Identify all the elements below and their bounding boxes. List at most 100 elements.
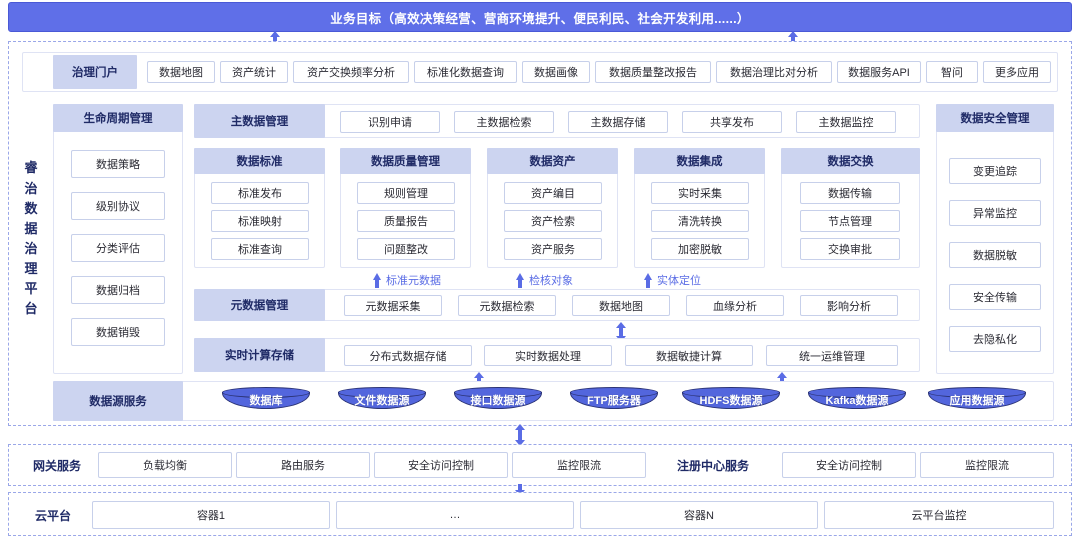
arrow-head-up [270,31,280,37]
metadata-item-2[interactable]: 数据地图 [572,295,670,316]
lifecycle-item-1[interactable]: 级别协议 [71,192,165,220]
metadata-item-3[interactable]: 血缘分析 [686,295,784,316]
portal-item-3[interactable]: 标准化数据查询 [414,61,517,83]
lifecycle-header: 生命周期管理 [53,104,183,132]
portal-item-5[interactable]: 数据质量整改报告 [595,61,711,83]
column-0-item-2[interactable]: 标准查询 [211,238,309,260]
metadata-item-1[interactable]: 元数据检索 [458,295,556,316]
portal-item-6[interactable]: 数据治理比对分析 [716,61,832,83]
security-item-0[interactable]: 变更追踪 [949,158,1041,184]
master-data-header: 主数据管理 [194,104,325,138]
datasource-cylinder-1[interactable]: 文件数据源 [338,387,426,415]
column-1-item-0[interactable]: 规则管理 [357,182,455,204]
portal-item-0[interactable]: 数据地图 [147,61,215,83]
arrow-shaft [518,429,522,441]
portal-item-4[interactable]: 数据画像 [522,61,590,83]
master-data-item-2[interactable]: 主数据存储 [568,111,668,133]
column-1-item-1[interactable]: 质量报告 [357,210,455,232]
column-2-item-1[interactable]: 资产检索 [504,210,602,232]
portal-item-2[interactable]: 资产交换频率分析 [293,61,409,83]
master-data-item-0[interactable]: 识别申请 [340,111,440,133]
lifecycle-item-2[interactable]: 分类评估 [71,234,165,262]
datasource-cylinder-3[interactable]: FTP服务器 [570,387,658,415]
realtime-item-2[interactable]: 数据敏捷计算 [625,345,753,366]
column-3-item-0[interactable]: 实时采集 [651,182,749,204]
column-header-1: 数据质量管理 [340,148,471,174]
realtime-item-3[interactable]: 统一运维管理 [766,345,898,366]
column-1-item-2[interactable]: 问题整改 [357,238,455,260]
column-header-0: 数据标准 [194,148,325,174]
column-2-item-2[interactable]: 资产服务 [504,238,602,260]
portal-item-9[interactable]: 更多应用 [983,61,1051,83]
column-3-item-1[interactable]: 清洗转换 [651,210,749,232]
platform-gateway-arrow [513,424,527,446]
arrow-shaft [518,484,522,490]
cylinder-top [454,387,542,398]
datasource-header: 数据源服务 [53,381,183,421]
datasource-label-6: 应用数据源 [949,395,1005,407]
cloud-item-2[interactable]: 容器N [580,501,818,529]
arrow-shaft [619,327,623,337]
column-0-item-1[interactable]: 标准映射 [211,210,309,232]
security-item-2[interactable]: 数据脱敏 [949,242,1041,268]
column-2-item-0[interactable]: 资产编目 [504,182,602,204]
registry-item-0[interactable]: 安全访问控制 [782,452,916,478]
gateway-item-3[interactable]: 监控限流 [512,452,646,478]
datasource-cylinder-6[interactable]: 应用数据源 [928,387,1026,415]
arrow-head-up [788,31,798,37]
column-4-item-1[interactable]: 节点管理 [800,210,900,232]
gateway-item-0[interactable]: 负载均衡 [98,452,232,478]
column-header-2: 数据资产 [487,148,618,174]
arrow-up-icon [643,272,652,288]
cloud-label: 云平台 [34,508,71,523]
datasource-label-5: Kafka数据源 [825,395,889,407]
datasource-cylinder-4[interactable]: HDFS数据源 [682,387,780,415]
metadata-item-0[interactable]: 元数据采集 [344,295,442,316]
cylinder-top [808,387,906,398]
security-item-3[interactable]: 安全传输 [949,284,1041,310]
arrow-head-down [515,440,525,446]
datasource-label-3: FTP服务器 [587,395,641,407]
portal-item-1[interactable]: 资产统计 [220,61,288,83]
portal-header: 治理门户 [53,55,137,89]
realtime-item-0[interactable]: 分布式数据存储 [344,345,472,366]
column-0-item-0[interactable]: 标准发布 [211,182,309,204]
lifecycle-item-0[interactable]: 数据策略 [71,150,165,178]
datasource-cylinder-2[interactable]: 接口数据源 [454,387,542,415]
arrow-label-1: 检核对象 [515,272,573,288]
lifecycle-item-3[interactable]: 数据归档 [71,276,165,304]
cloud-item-3[interactable]: 云平台监控 [824,501,1054,529]
arrow-head-up [474,372,484,378]
arrow-label-text-2: 实体定位 [657,275,701,287]
datasource-cylinder-0[interactable]: 数据库 [222,387,310,415]
column-3-item-2[interactable]: 加密脱敏 [651,238,749,260]
datasource-cylinder-5[interactable]: Kafka数据源 [808,387,906,415]
metadata-item-4[interactable]: 影响分析 [800,295,898,316]
arrow-head-up [616,322,626,328]
gateway-item-2[interactable]: 安全访问控制 [374,452,508,478]
column-4-item-0[interactable]: 数据传输 [800,182,900,204]
cloud-item-1[interactable]: … [336,501,574,529]
vlabel-char-2: 数 [24,200,38,216]
gateway-item-1[interactable]: 路由服务 [236,452,370,478]
realtime-item-1[interactable]: 实时数据处理 [484,345,612,366]
vlabel-char-4: 治 [24,241,38,256]
security-item-4[interactable]: 去隐私化 [949,326,1041,352]
cloud-item-0[interactable]: 容器1 [92,501,330,529]
master-data-item-1[interactable]: 主数据检索 [454,111,554,133]
arrow-label-text-1: 检核对象 [529,275,573,287]
security-item-1[interactable]: 异常监控 [949,200,1041,226]
master-data-item-3[interactable]: 共享发布 [682,111,782,133]
master-data-item-4[interactable]: 主数据监控 [796,111,896,133]
arrow-label-0: 标准元数据 [372,272,441,288]
arrow-head-up [777,372,787,378]
column-4-item-2[interactable]: 交换审批 [800,238,900,260]
vlabel-char-1: 治 [24,180,38,196]
portal-item-8[interactable]: 智问 [926,61,978,83]
portal-item-7[interactable]: 数据服务API [837,61,921,83]
registry-item-1[interactable]: 监控限流 [920,452,1054,478]
datasource-label-1: 文件数据源 [354,395,410,407]
arrow-head-up [515,424,525,430]
lifecycle-item-4[interactable]: 数据销毁 [71,318,165,346]
datasource-label-4: HDFS数据源 [699,395,763,407]
